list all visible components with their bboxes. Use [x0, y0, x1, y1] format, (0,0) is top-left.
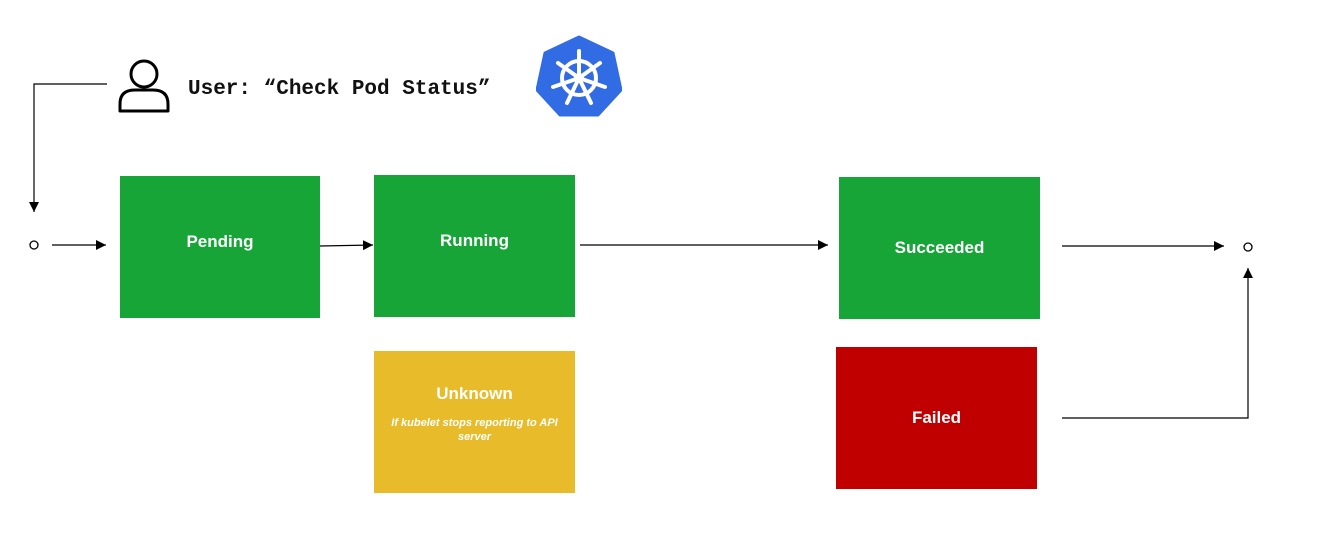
- state-succeeded: Succeeded: [839, 177, 1040, 319]
- user-icon: [118, 59, 170, 113]
- state-unknown: Unknown If kubelet stops reporting to AP…: [374, 351, 575, 493]
- state-unknown-note: If kubelet stops reporting to API server: [391, 417, 558, 443]
- state-pending-label: Pending: [186, 232, 254, 251]
- state-succeeded-label: Succeeded: [894, 238, 985, 257]
- state-unknown-label: Unknown: [436, 384, 513, 403]
- end-state-marker: [1243, 242, 1253, 252]
- user-request-arrow: [29, 83, 107, 212]
- start-state-marker: [29, 240, 39, 250]
- state-failed: Failed: [836, 347, 1037, 489]
- state-running: Running: [374, 175, 575, 317]
- state-running-label: Running: [440, 231, 509, 250]
- arrow-failed-to-end: [1062, 268, 1253, 419]
- user-request-label: User: “Check Pod Status”: [188, 78, 491, 101]
- state-failed-label: Failed: [911, 408, 962, 427]
- state-pending: Pending: [120, 176, 320, 318]
- arrow-pending-to-running: [319, 240, 374, 251]
- kubernetes-helm-logo: [536, 35, 622, 117]
